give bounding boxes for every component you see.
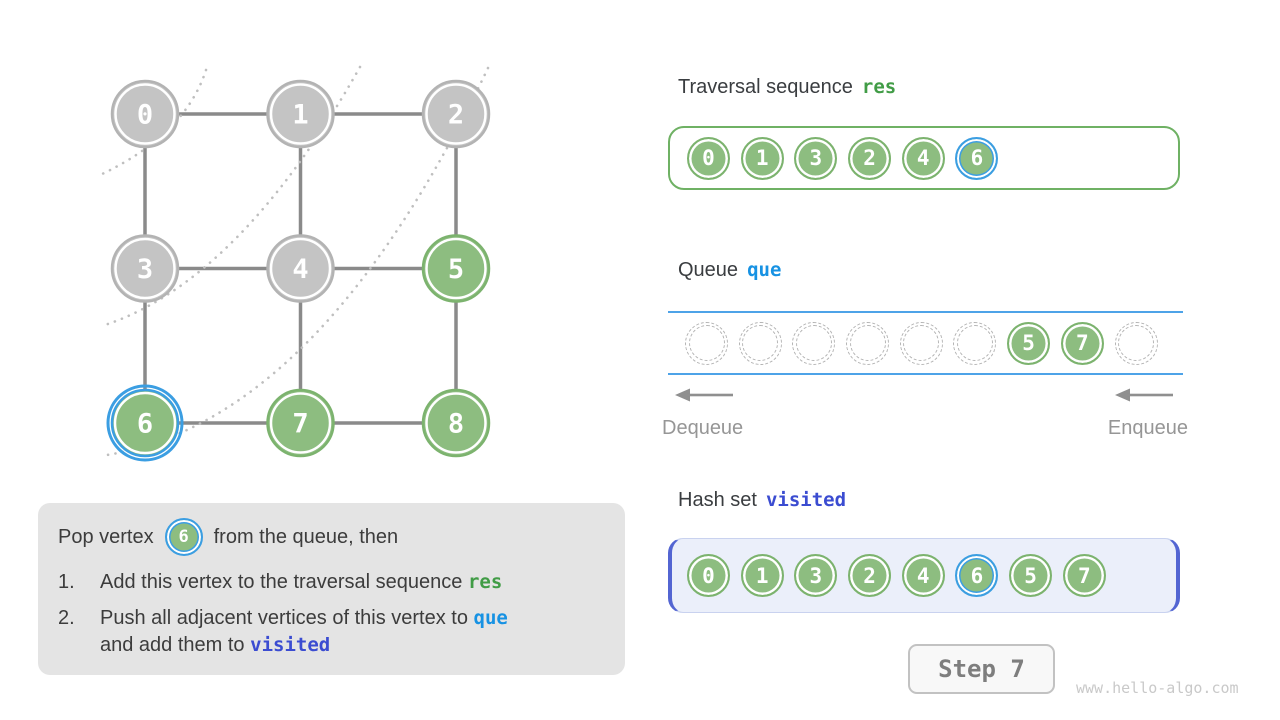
traversal-circle-3: 3 [794, 136, 838, 180]
queue-empty-slot [1114, 321, 1158, 365]
graph-vertex-6: 6 [106, 384, 184, 462]
queue-empty-slot [792, 321, 836, 365]
traversal-circle-1: 1 [740, 136, 784, 180]
step-button[interactable]: Step 7 [908, 644, 1055, 694]
hashset-circle-5: 5 [1009, 554, 1053, 597]
explanation-box: Pop vertex 6 from the queue, then 1. Add… [38, 503, 625, 675]
code-token-que: que [473, 607, 508, 629]
bfs-level-arc [98, 68, 208, 177]
list-number: 1. [58, 571, 75, 593]
vertex-label: 2 [448, 100, 464, 131]
queue-empty-slot [685, 321, 728, 365]
queue-circle-5: 5 [1007, 321, 1051, 365]
vertex-label: 7 [292, 409, 308, 440]
enqueue-label: Enqueue [1107, 417, 1188, 439]
code-token-res: res [861, 76, 897, 98]
explanation-text: Add this vertex to the traversal sequenc… [100, 571, 503, 593]
explanation-step-2: 2. Push all adjacent vertices of this ve… [58, 605, 607, 659]
vertex-label: 6 [137, 409, 153, 440]
graph-vertex-3: 3 [110, 234, 180, 303]
graph-vertex-2: 2 [421, 79, 491, 149]
explanation-line: Pop vertex 6 from the queue, then [58, 514, 607, 560]
vertex-label: 3 [137, 254, 153, 285]
vertex-label: 4 [292, 254, 308, 285]
graph-vertex-5: 5 [421, 234, 491, 303]
vertex-label: 0 [137, 100, 153, 131]
hashset-circle-3: 3 [794, 554, 838, 597]
code-token-visited: visited [250, 634, 331, 656]
hashset-circle-4: 4 [901, 554, 945, 597]
vertex-label: 8 [448, 409, 464, 440]
explanation-text: Pop vertex [58, 525, 154, 548]
graph-vertex-0: 0 [110, 79, 180, 149]
code-token-visited: visited [765, 489, 847, 511]
traversal-circle-4: 4 [901, 136, 945, 180]
vertex-label: 1 [292, 100, 308, 131]
vertex-label: 5 [448, 254, 464, 285]
explanation-text: from the queue, then [213, 525, 399, 548]
traversal-circle-6: 6 [955, 136, 999, 180]
watermark: www.hello-algo.com [1076, 679, 1239, 697]
explanation-text: Push all adjacent vertices of this verte… [100, 607, 508, 656]
code-token-que: que [747, 259, 782, 281]
dequeue-arrow-icon [675, 388, 733, 402]
hashset-circle-1: 1 [740, 554, 784, 597]
explanation-step-1: 1. Add this vertex to the traversal sequ… [58, 569, 607, 596]
graph-vertex-8: 8 [421, 388, 491, 458]
list-number: 2. [58, 607, 75, 629]
graph-canvas: 0 1 2 3 4 5 6 7 8 [98, 65, 491, 462]
hashset-circle-0: 0 [687, 554, 730, 597]
hashset-circle-7: 7 [1062, 554, 1106, 597]
queue-empty-slot [953, 321, 997, 365]
graph-vertex-1: 1 [266, 79, 335, 149]
highlight-ring [106, 384, 184, 462]
traversal-circle-2: 2 [848, 136, 892, 180]
popped-vertex-circle: 6 [164, 518, 203, 556]
traversal-circle-0: 0 [687, 136, 730, 180]
queue-empty-slot [846, 321, 890, 365]
enqueue-arrow-icon [1115, 388, 1173, 402]
queue-circle-7: 7 [1060, 321, 1104, 365]
hashset-circle-6: 6 [955, 554, 999, 597]
graph-vertex-4: 4 [266, 234, 335, 303]
hashset-circle-2: 2 [848, 554, 892, 597]
graph-vertex-7: 7 [266, 388, 335, 458]
code-token-res: res [467, 571, 503, 593]
queue-empty-slot [899, 321, 943, 365]
queue-empty-slot [738, 321, 782, 365]
dequeue-label: Dequeue [662, 417, 744, 439]
